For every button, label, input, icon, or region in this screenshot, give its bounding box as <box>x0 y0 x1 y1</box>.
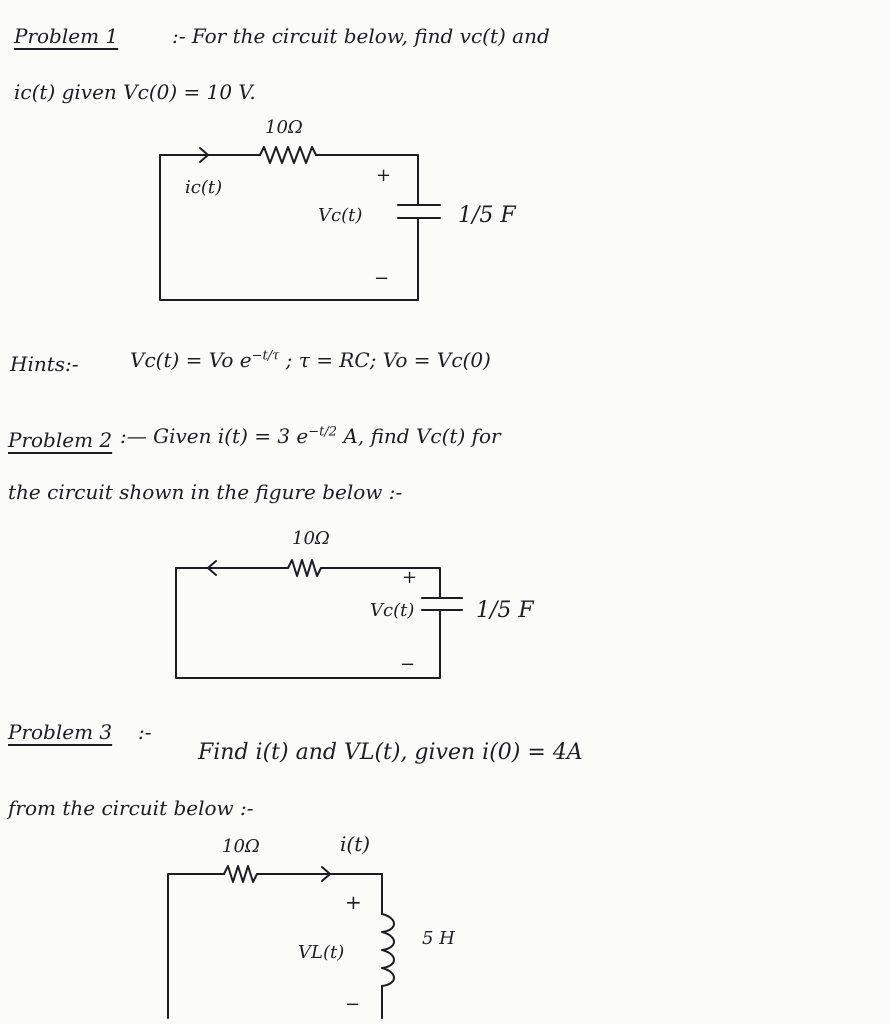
p3-current-arrow <box>307 866 331 882</box>
hints-prefix: Hints:- <box>10 352 79 376</box>
p2-resistor-label: 10Ω <box>292 528 330 549</box>
p2-wire-bottom <box>175 567 441 679</box>
p1-wire-bottom <box>159 154 419 301</box>
problem3-circuit <box>167 865 395 1019</box>
problem2-text-exponent: −t/2 <box>308 424 338 440</box>
p1-resistor <box>259 146 317 164</box>
hints-formula-exponent: −t/τ <box>251 348 280 364</box>
p2-resistor <box>287 559 322 577</box>
problem2-heading: Problem 2 <box>8 428 113 452</box>
p3-wire-top-right <box>256 873 383 915</box>
problem2-circuit <box>175 559 463 679</box>
p1-plus-label: + <box>376 165 392 186</box>
p1-resistor-label: 10Ω <box>265 117 303 138</box>
hints-formula-rest: ; τ = RC; Vo = Vc(0) <box>285 348 491 372</box>
p2-current-arrow <box>207 560 233 576</box>
p3-resistor-label: 10Ω <box>222 836 260 857</box>
problem1-circuit <box>159 146 441 301</box>
p1-capacitor-label: 1/5 F <box>458 203 516 228</box>
problem3-text-line1: Find i(t) and VL(t), given i(0) = 4A <box>198 740 583 765</box>
problem3-text-line2: from the circuit below :- <box>8 796 254 820</box>
problem2-text-line2: the circuit shown in the figure below :- <box>8 480 403 504</box>
problem3-colon: :- <box>138 720 152 744</box>
p3-voltage-label: VL(t) <box>298 942 345 963</box>
p1-minus-label: − <box>374 268 390 289</box>
p1-current-label: ic(t) <box>185 177 223 198</box>
p3-resistor <box>223 865 258 883</box>
p3-plus-label: + <box>345 890 362 914</box>
p1-voltage-label: Vc(t) <box>318 205 363 226</box>
p3-minus-label: − <box>345 994 361 1015</box>
p3-inductor-label: 5 H <box>422 928 455 949</box>
problem1-heading: Problem 1 <box>14 24 119 48</box>
p2-voltage-label: Vc(t) <box>370 600 415 621</box>
p3-current-label: i(t) <box>340 832 371 856</box>
p2-wire-top-right <box>320 567 441 599</box>
p3-wire-left <box>167 873 225 1019</box>
p2-minus-label: − <box>400 654 416 675</box>
problem2-text-line1: :— Given i(t) = 3 e−t/2 A, find Vc(t) fo… <box>120 424 501 448</box>
p1-current-arrow <box>187 147 209 163</box>
p2-capacitor-label: 1/5 F <box>476 598 534 623</box>
problem2-text-main: :— Given i(t) = 3 e <box>120 424 309 448</box>
p3-inductor <box>381 913 395 987</box>
hints-formula-main: Vc(t) = Vo e <box>130 348 252 372</box>
problem3-heading: Problem 3 <box>8 720 113 744</box>
problem1-text-line2: ic(t) given Vc(0) = 10 V. <box>14 80 256 104</box>
hints-formula: Vc(t) = Vo e−t/τ ; τ = RC; Vo = Vc(0) <box>130 348 491 372</box>
problem2-text-rest: A, find Vc(t) for <box>343 424 501 448</box>
problem1-text-line1: :- For the circuit below, find vc(t) and <box>172 24 550 48</box>
p1-wire-top-right <box>315 154 419 206</box>
p2-plus-label: + <box>402 567 418 588</box>
